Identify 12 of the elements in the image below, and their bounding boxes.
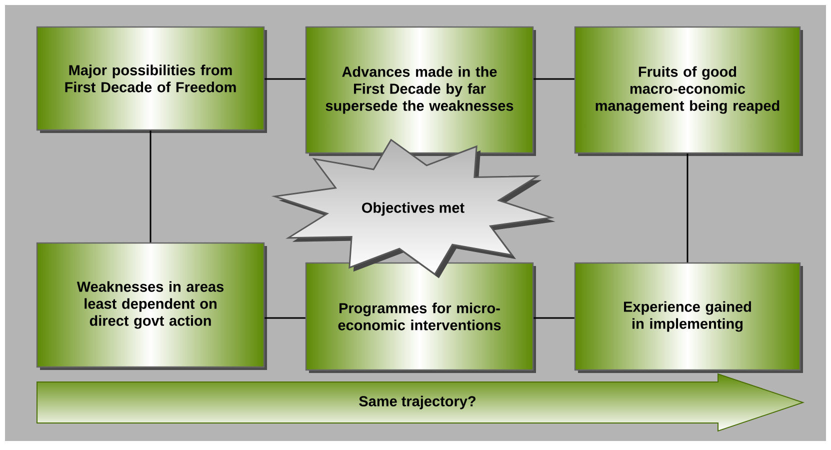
connector-line xyxy=(534,78,574,80)
text-box: Weaknesses in areas least dependent on direct govt action xyxy=(36,242,267,370)
text-box: Fruits of good macro-economic management being reaped xyxy=(574,26,803,156)
connector-line xyxy=(150,130,152,242)
connector-line xyxy=(686,154,688,262)
text-box: Advances made in the First Decade by far supersede the weaknesses xyxy=(305,26,536,156)
connector-line xyxy=(534,317,574,319)
text-box: Major possibilities from First Decade of Freedom xyxy=(36,26,267,133)
text-box: Experience gained in implementing xyxy=(574,262,803,373)
connector-line xyxy=(264,78,306,80)
connector-line xyxy=(264,317,306,319)
text-box: Programmes for micro-economic interventions xyxy=(305,262,536,373)
